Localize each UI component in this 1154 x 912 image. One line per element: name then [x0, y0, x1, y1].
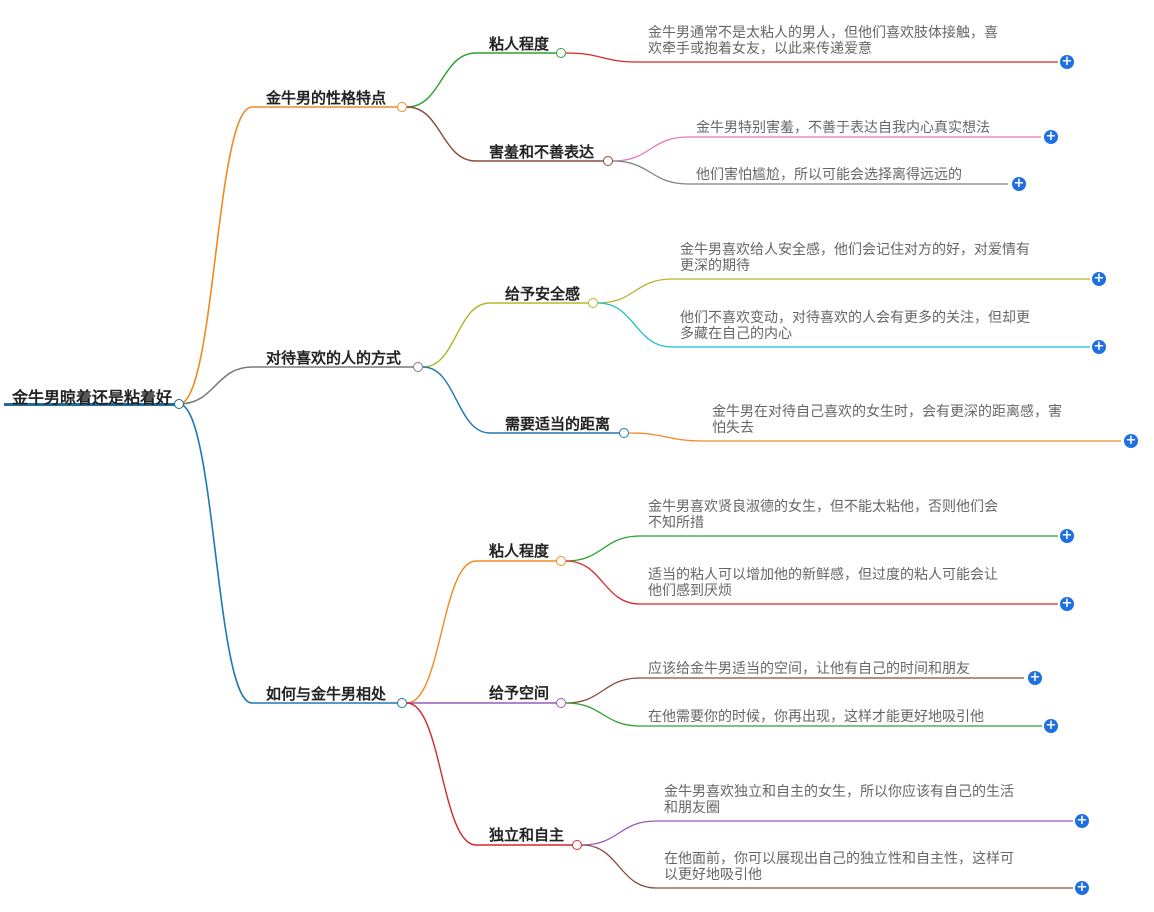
collapse-handle-icon[interactable]: [174, 399, 184, 409]
leaf-text[interactable]: 金牛男特别害羞，不善于表达自我内心真实想法: [696, 120, 990, 136]
connector-line: [422, 302, 491, 368]
plus-circle-icon[interactable]: +: [1075, 813, 1089, 828]
connector-line: [178, 106, 253, 405]
leaf-text[interactable]: 金牛男通常不是太粘人的男人，但他们喜欢肢体接触，喜欢牵手或抱着女友，以此来传递爱…: [648, 25, 998, 57]
connector-line: [565, 702, 641, 727]
leaf-text[interactable]: 他们不喜欢变动，对待喜欢的人会有更多的关注，但却更多藏在自己的内心: [680, 310, 1030, 342]
connector-line: [581, 820, 657, 846]
leaf-text[interactable]: 在他需要你的时候，你再出现，这样才能更好地吸引他: [648, 709, 984, 725]
leaf-text[interactable]: 他们害怕尴尬，所以可能会选择离得远远的: [696, 167, 962, 183]
connector-line: [597, 302, 673, 348]
connector-line: [406, 702, 477, 846]
connector-line: [628, 432, 705, 442]
collapse-handle-icon[interactable]: [556, 48, 566, 58]
connector-line: [406, 106, 477, 162]
plus-circle-icon[interactable]: +: [1075, 880, 1089, 895]
connector-line: [178, 366, 253, 405]
collapse-handle-icon[interactable]: [413, 362, 423, 372]
connector-line: [565, 560, 641, 605]
collapse-handle-icon[interactable]: [603, 156, 613, 166]
leaf-text[interactable]: 金牛男喜欢独立和自主的女生，所以你应该有自己的生活和朋友圈: [664, 784, 1014, 816]
plus-circle-icon[interactable]: +: [1028, 670, 1042, 685]
plus-circle-icon[interactable]: +: [1060, 596, 1074, 611]
plus-circle-icon[interactable]: +: [1060, 54, 1074, 69]
leaf-text[interactable]: 金牛男在对待自己喜欢的女生时，会有更深的距离感，害怕失去: [712, 404, 1062, 436]
connector-line: [406, 560, 477, 704]
topic-distance[interactable]: 需要适当的距离: [505, 415, 611, 433]
collapse-handle-icon[interactable]: [619, 428, 629, 438]
connector-line: [597, 278, 673, 304]
plus-circle-icon[interactable]: +: [1092, 339, 1106, 354]
collapse-handle-icon[interactable]: [397, 698, 407, 708]
branch-how-to-get-along[interactable]: 如何与金牛男相处: [266, 685, 387, 703]
branch-personality[interactable]: 金牛男的性格特点: [266, 89, 387, 107]
topic-clinginess[interactable]: 粘人程度: [489, 35, 550, 53]
collapse-handle-icon[interactable]: [397, 102, 407, 112]
connector-line: [406, 52, 477, 108]
topic-clinginess-2[interactable]: 粘人程度: [489, 542, 550, 560]
collapse-handle-icon[interactable]: [572, 840, 582, 850]
plus-circle-icon[interactable]: +: [1044, 718, 1058, 733]
leaf-text[interactable]: 金牛男喜欢贤良淑德的女生，但不能太粘他，否则他们会不知所措: [648, 499, 998, 531]
connector-line: [565, 535, 641, 562]
connector-line: [565, 677, 641, 704]
root-topic[interactable]: 金牛男晾着还是粘着好: [12, 388, 173, 407]
collapse-handle-icon[interactable]: [556, 556, 566, 566]
plus-circle-icon[interactable]: +: [1012, 176, 1026, 191]
leaf-text[interactable]: 金牛男喜欢给人安全感，他们会记住对方的好，对爱情有更深的期待: [680, 242, 1030, 274]
topic-give-space[interactable]: 给予空间: [489, 684, 550, 702]
plus-circle-icon[interactable]: +: [1092, 271, 1106, 286]
connector-line: [612, 160, 689, 185]
leaf-text[interactable]: 应该给金牛男适当的空间，让他有自己的时间和朋友: [648, 661, 970, 677]
plus-circle-icon[interactable]: +: [1044, 129, 1058, 144]
plus-circle-icon[interactable]: +: [1124, 433, 1138, 448]
topic-shy[interactable]: 害羞和不善表达: [489, 143, 595, 161]
topic-security[interactable]: 给予安全感: [505, 285, 581, 303]
connector-line: [178, 403, 253, 704]
connector-line: [581, 844, 657, 889]
connector-line: [565, 52, 639, 63]
connector-line: [612, 136, 689, 162]
leaf-text[interactable]: 适当的粘人可以增加他的新鲜感，但过度的粘人可能会让他们感到厌烦: [648, 567, 998, 599]
collapse-handle-icon[interactable]: [588, 298, 598, 308]
collapse-handle-icon[interactable]: [556, 698, 566, 708]
leaf-text[interactable]: 在他面前，你可以展现出自己的独立性和自主性，这样可以更好地吸引他: [664, 851, 1014, 883]
branch-treat-loved-one[interactable]: 对待喜欢的人的方式: [266, 349, 402, 367]
connector-line: [422, 366, 491, 434]
topic-independence[interactable]: 独立和自主: [489, 826, 565, 844]
plus-circle-icon[interactable]: +: [1060, 528, 1074, 543]
